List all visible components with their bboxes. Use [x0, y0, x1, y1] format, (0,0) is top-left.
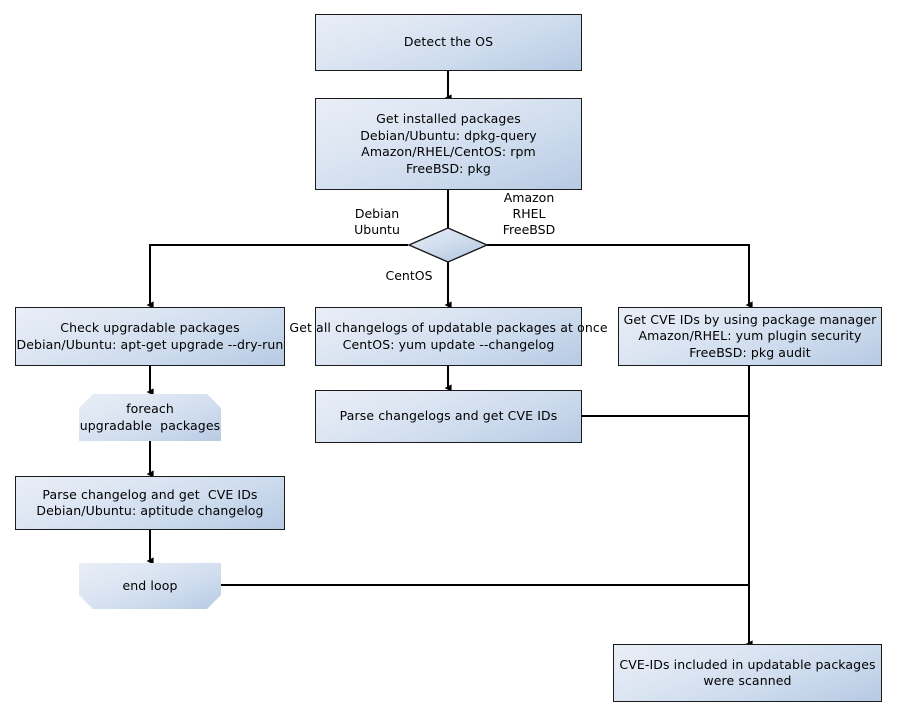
node-get-cve-ids-package-manager-label: Get CVE IDs by using package manager Ama… [623, 311, 877, 360]
node-detect-os[interactable]: Detect the OS [315, 14, 582, 71]
node-foreach-upgradable-packages-label: foreach upgradable packages [79, 401, 221, 433]
node-parse-changelogs-cve-ids[interactable]: Parse changelogs and get CVE IDs [315, 390, 582, 443]
node-scan-result[interactable]: CVE-IDs included in updatable packages w… [613, 644, 882, 702]
os-decision-diamond[interactable] [407, 227, 489, 263]
node-parse-changelog-cve-ids[interactable]: Parse changelog and get CVE IDs Debian/U… [15, 476, 285, 530]
node-get-all-changelogs[interactable]: Get all changelogs of updatable packages… [289, 307, 608, 366]
node-check-upgradable-packages[interactable]: Check upgradable packages Debian/Ubuntu:… [15, 307, 285, 366]
edge-decision-to-check-upgradable [146, 244, 408, 309]
node-scan-result-label: CVE-IDs included in updatable packages w… [619, 656, 876, 689]
node-check-upgradable-packages-label: Check upgradable packages Debian/Ubuntu:… [16, 320, 284, 352]
edge-label-debian-ubuntu: Debian Ubuntu [354, 206, 400, 237]
edge-label-centos: CentOS [385, 268, 433, 283]
node-get-installed-packages-label: Get installed packages Debian/Ubuntu: dp… [360, 111, 537, 176]
edge-decision-to-get-cve-ids [487, 244, 753, 309]
node-get-installed-packages[interactable]: Get installed packages Debian/Ubuntu: dp… [315, 98, 582, 190]
node-get-cve-ids-package-manager[interactable]: Get CVE IDs by using package manager Ama… [618, 307, 882, 366]
node-detect-os-label: Detect the OS [403, 34, 494, 50]
node-get-all-changelogs-label: Get all changelogs of updatable packages… [289, 320, 608, 352]
edge-label-amazon-rhel-freebsd: Amazon RHEL FreeBSD [502, 190, 556, 237]
node-parse-changelogs-cve-ids-label: Parse changelogs and get CVE IDs [339, 408, 558, 424]
node-end-loop-label: end loop [122, 577, 178, 593]
node-foreach-upgradable-packages[interactable]: foreach upgradable packages [79, 394, 221, 441]
node-end-loop[interactable]: end loop [79, 563, 221, 609]
node-parse-changelog-cve-ids-label: Parse changelog and get CVE IDs Debian/U… [36, 486, 264, 519]
